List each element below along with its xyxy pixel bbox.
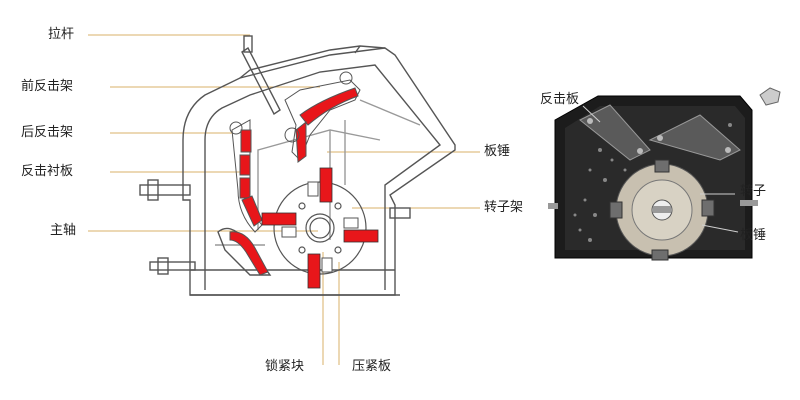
label-pull-rod: 拉杆 [48,27,75,42]
label-pressure-plate: 压紧板 [352,359,392,374]
front-impact-frame [284,71,361,163]
photo-label-rotor: 转子 [740,184,767,199]
blow-bars [261,167,379,289]
label-rotor-frame: 转子架 [484,200,524,215]
photo-impact-plate-1 [579,104,651,161]
label-locking-block: 锁紧块 [265,359,305,374]
blow-bar-left [261,212,297,226]
housing-inner [204,64,442,290]
photo-leaders [582,105,739,233]
photo-body [548,87,781,261]
label-main-shaft: 主轴 [50,223,77,238]
photo-label-impact-plate: 反击板 [540,92,580,107]
blow-bar-bottom [307,253,321,289]
label-impact-liner: 反击衬板 [21,164,74,179]
label-front-impact-frame: 前反击架 [21,79,74,94]
locking-blocks [281,181,359,273]
photo-label-blow-bar: 板锤 [740,228,767,243]
housing-outline [182,47,456,296]
label-blow-bar: 板锤 [484,144,511,159]
leader-lines [88,34,480,365]
blow-bar-top [319,167,333,203]
housing [139,35,456,296]
pull-rod [241,46,281,116]
lower-liner [229,231,269,276]
photo-blow-bars [609,159,715,261]
photo-impact-plate-2 [648,114,741,161]
blow-bar-right [343,229,379,243]
label-rear-impact-frame: 后反击架 [21,125,74,140]
